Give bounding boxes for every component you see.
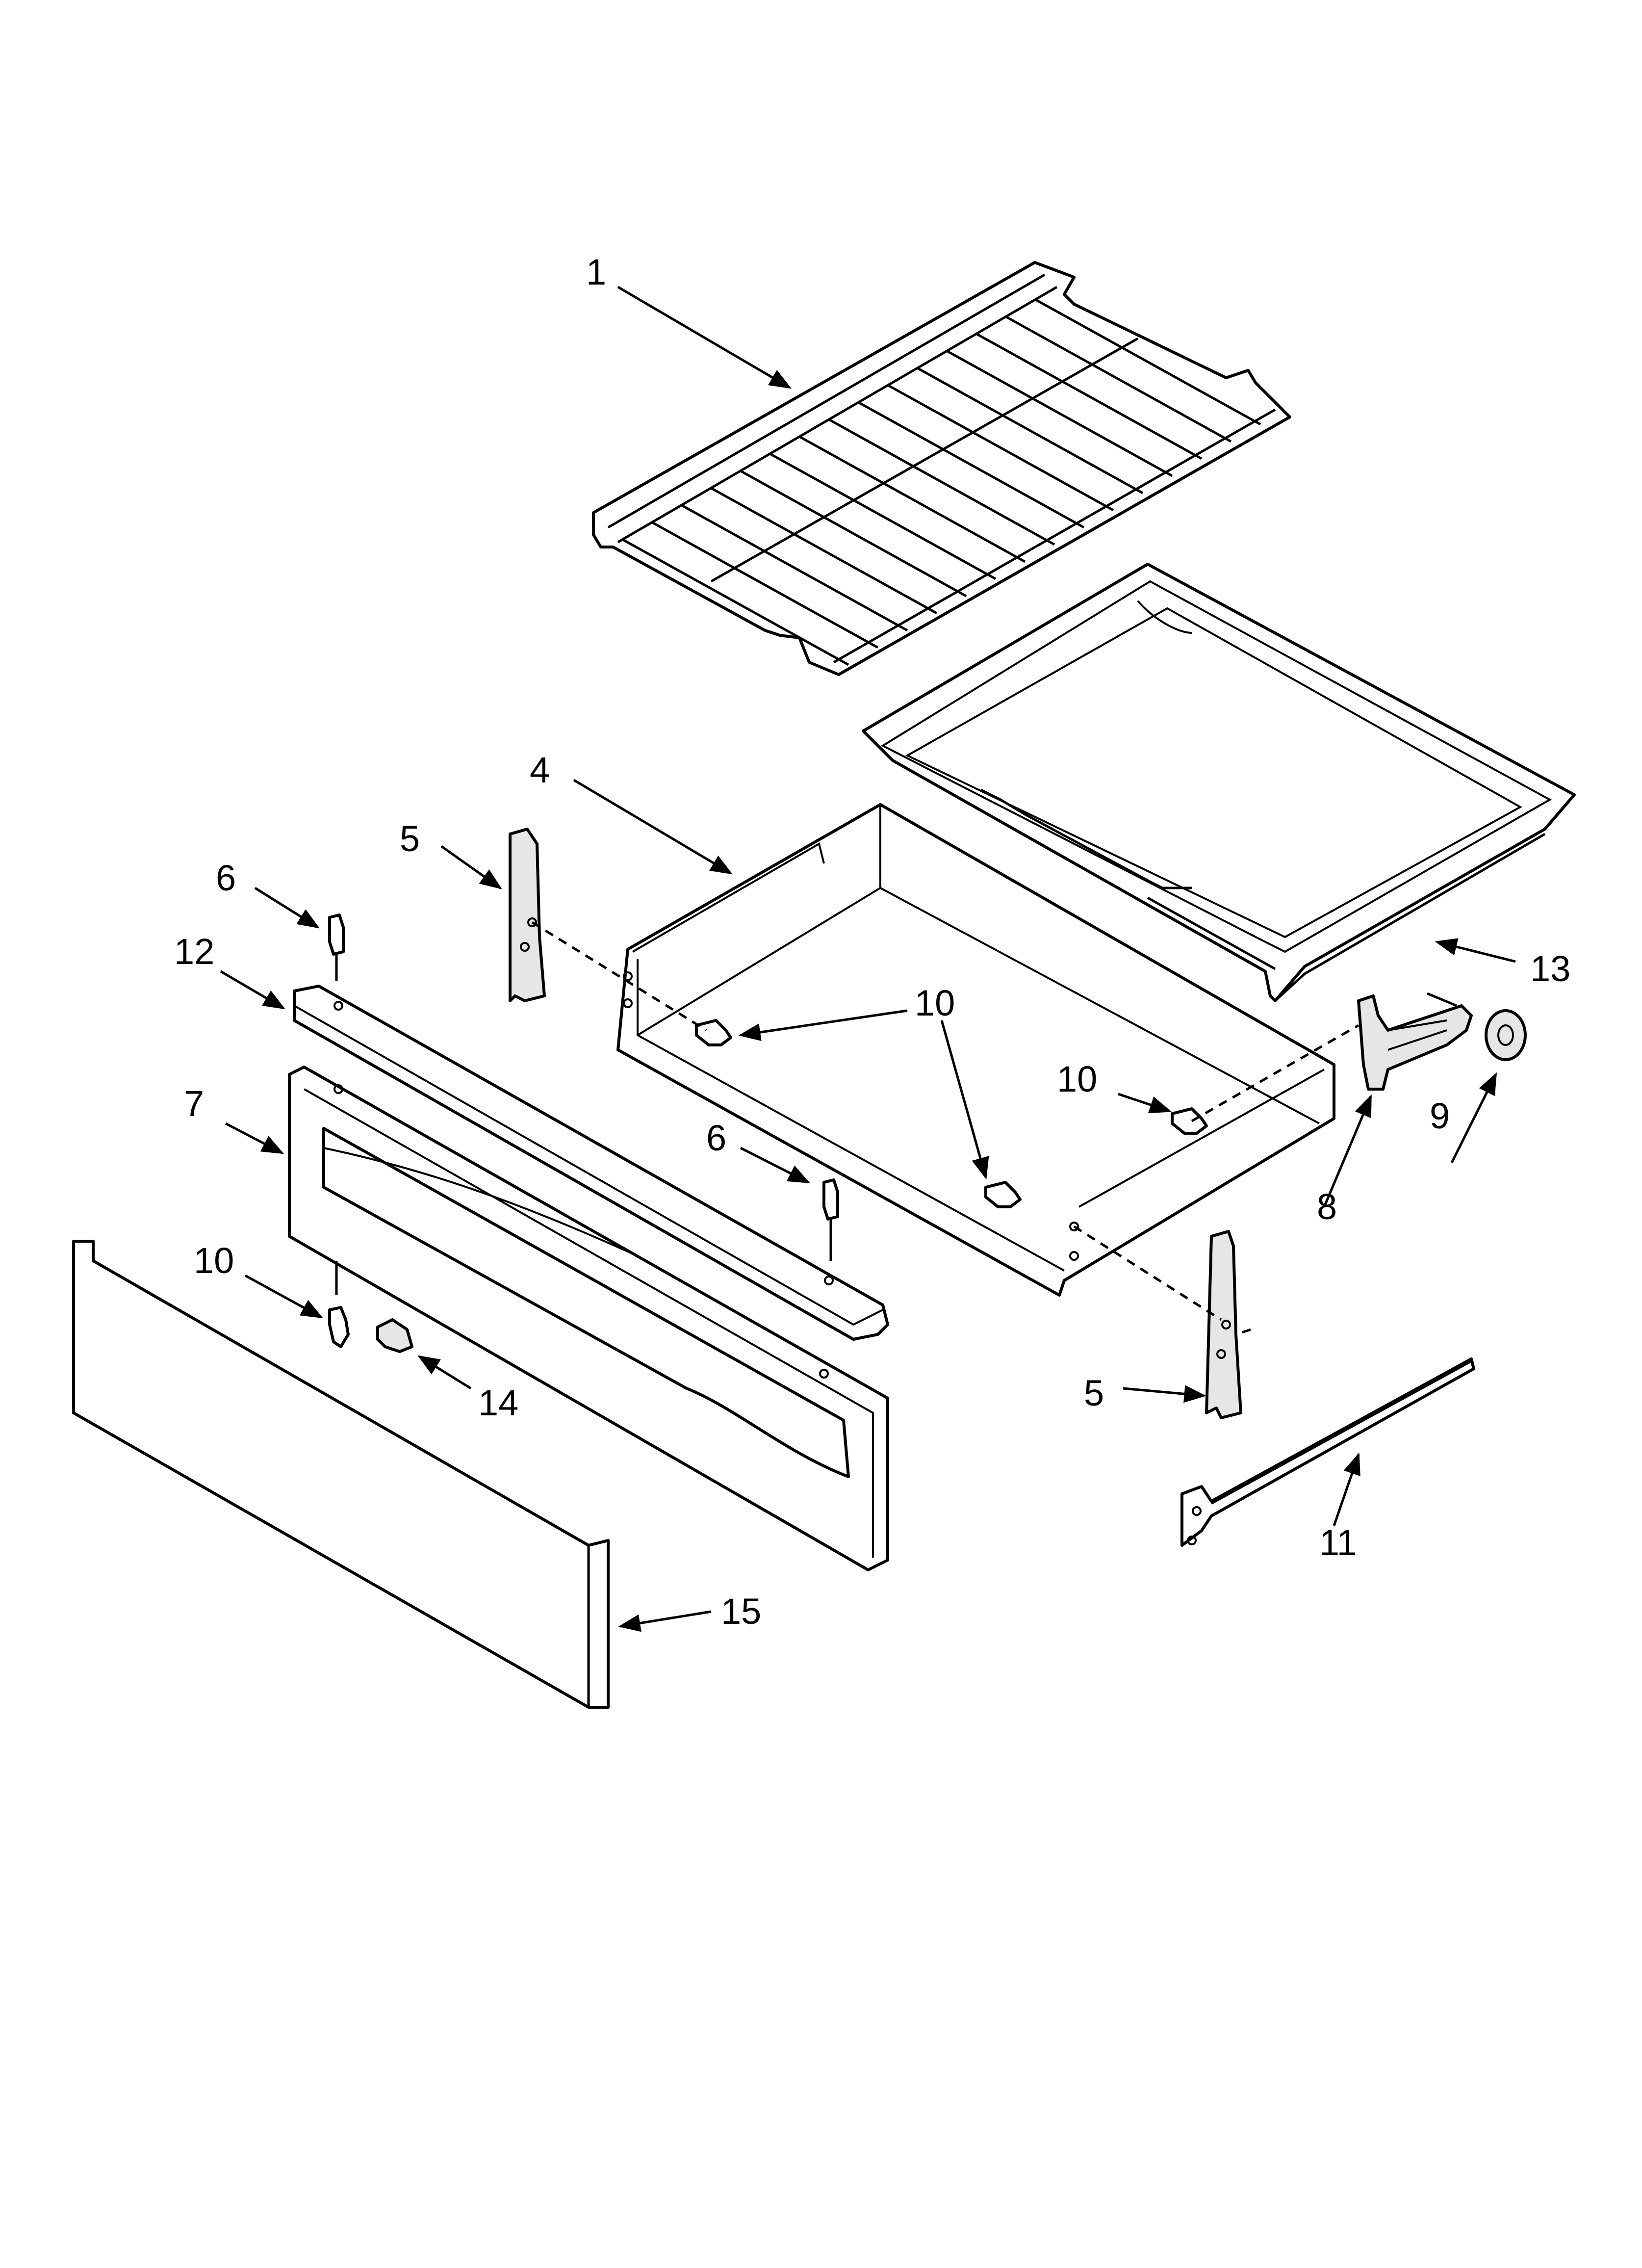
callout-5-left: 5 (400, 818, 420, 859)
screw-part-10-right (1171, 1107, 1208, 1135)
stud-part-6-right (822, 1178, 839, 1261)
callout-12: 12 (174, 931, 214, 972)
drawer-front-part-7 (288, 1066, 889, 1571)
callout-6-right: 6 (706, 1118, 726, 1158)
roller-wheel-part-9 (1485, 1009, 1527, 1061)
screw-part-10-left (695, 1019, 732, 1046)
drawer-rail-part-11 (1180, 1357, 1475, 1547)
callout-9: 9 (1430, 1095, 1450, 1136)
top-trim-part-12 (293, 985, 889, 1341)
callout-labels: 1 4 5 6 12 10 13 10 7 9 6 8 10 14 5 11 1… (174, 252, 1570, 1632)
kick-panel-part-15 (72, 1240, 610, 1709)
callout-10-bottom: 10 (194, 1240, 234, 1281)
assembly-guide-lines (531, 921, 1360, 1336)
callout-11: 11 (1319, 1522, 1357, 1563)
callout-5-right: 5 (1084, 1373, 1104, 1413)
clip-part-14 (376, 1318, 413, 1353)
stud-part-6-left (328, 913, 345, 981)
callout-6-left: 6 (216, 858, 236, 898)
callout-8: 8 (1317, 1186, 1337, 1227)
broiler-pan-part-13 (862, 563, 1576, 1002)
callout-1: 1 (586, 252, 606, 292)
callout-4: 4 (530, 750, 550, 790)
callout-10-top: 10 (915, 983, 955, 1023)
leader-lines (220, 286, 1516, 1632)
callout-13: 13 (1530, 948, 1570, 989)
slide-bracket-part-5-left (509, 828, 546, 1002)
callout-10-right: 10 (1057, 1059, 1097, 1099)
callout-14: 14 (478, 1382, 518, 1423)
screw-part-10-bottom (328, 1261, 350, 1348)
callout-7: 7 (184, 1083, 204, 1124)
roller-bracket-part-8 (1357, 992, 1473, 1091)
drawer-body-part-4 (616, 803, 1335, 1297)
rack-part-1 (592, 261, 1291, 676)
screw-part-10-middle (984, 1181, 1022, 1208)
callout-15: 15 (721, 1591, 761, 1632)
slide-bracket-part-5-right (1205, 1230, 1242, 1419)
